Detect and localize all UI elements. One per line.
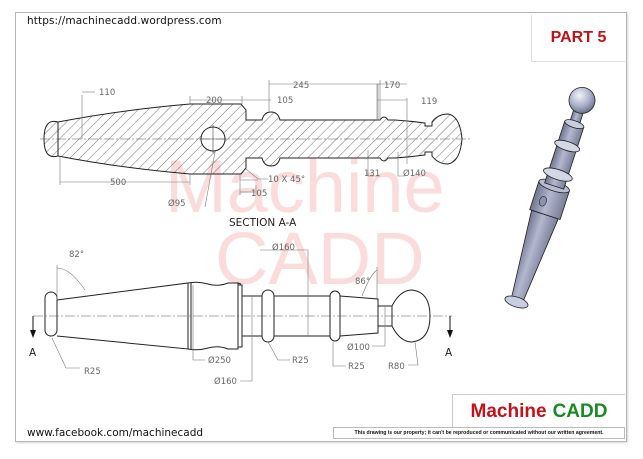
- dim-170: 170: [384, 81, 400, 91]
- dim-r25-mid: R25: [292, 356, 309, 366]
- section-title: SECTION A-A: [229, 217, 297, 229]
- part-label-box: PART 5: [531, 15, 625, 62]
- dim-dia95: Ø95: [168, 198, 186, 209]
- dim-angle-82: 82°: [69, 250, 84, 260]
- dim-245: 245: [293, 81, 309, 91]
- dim-105-bottom: 105: [251, 189, 267, 199]
- dim-r25-right: R25: [348, 362, 365, 372]
- part-label: PART 5: [550, 29, 607, 46]
- dim-r25-left: R25: [84, 367, 101, 377]
- dim-chamfer: 10 X 45°: [268, 175, 305, 185]
- section-marker-left: A: [29, 347, 37, 359]
- dim-dia160-top: Ø160: [272, 242, 295, 253]
- dim-dia140: Ø140: [403, 168, 426, 179]
- isometric-model: [504, 86, 596, 309]
- dim-dia160-bottom: Ø160: [214, 376, 237, 387]
- section-marker-right: A: [445, 347, 453, 359]
- disclaimer: This drawing is our property; it can't b…: [333, 427, 625, 439]
- dim-131: 131: [364, 169, 380, 179]
- brand-machine: Machine: [470, 400, 547, 422]
- brand-cadd: CADD: [552, 400, 608, 422]
- brand-box: Machine CADD: [452, 394, 625, 428]
- dim-110: 110: [99, 88, 115, 98]
- dim-105-top: 105: [277, 96, 293, 106]
- dim-dia100: Ø100: [347, 342, 370, 353]
- dim-dia250: Ø250: [208, 355, 231, 366]
- dim-119: 119: [421, 97, 437, 107]
- dim-r80: R80: [388, 362, 405, 372]
- drawing-sheet: [15, 12, 627, 442]
- dim-angle-86: 86°: [355, 277, 370, 287]
- facebook-url: www.facebook.com/machinecadd: [27, 427, 204, 439]
- dim-500: 500: [110, 178, 126, 188]
- dim-200: 200: [206, 96, 222, 106]
- website-url: https://machinecadd.wordpress.com: [27, 15, 222, 27]
- section-view: [40, 80, 470, 208]
